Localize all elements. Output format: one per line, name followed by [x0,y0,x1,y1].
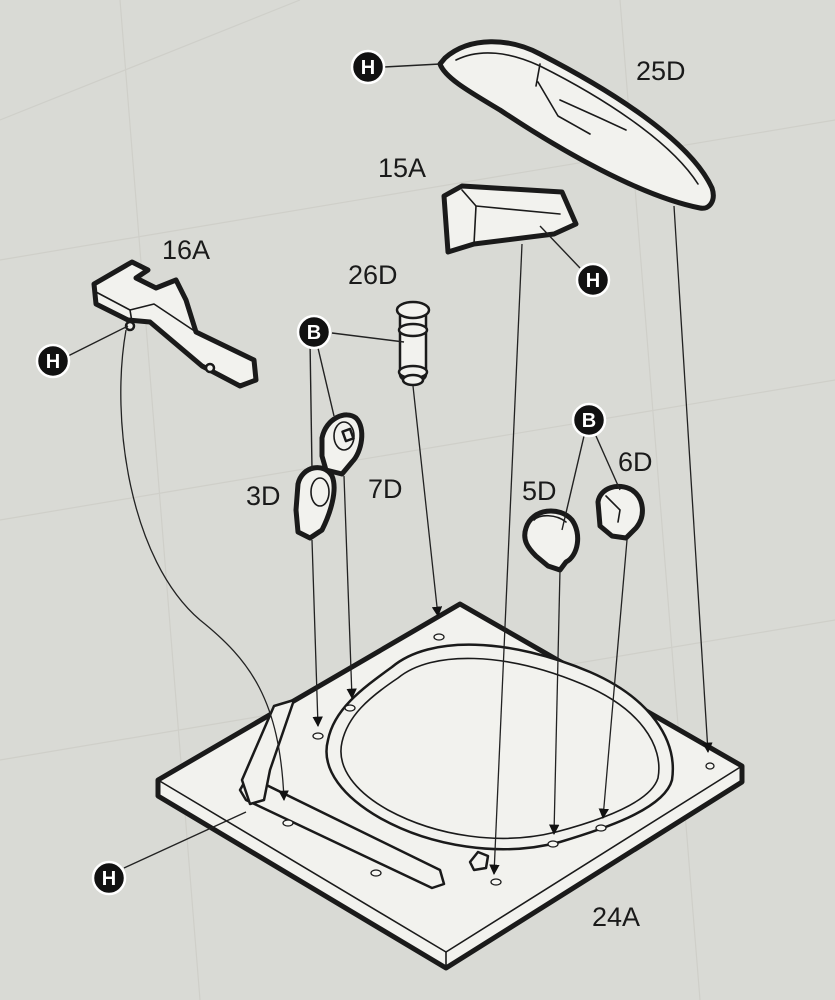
label-15A: 15A [378,153,426,183]
b-marker-badge: B [296,314,332,350]
part-5D [522,508,581,573]
h-marker-badge: H [575,262,611,298]
hole [490,878,502,886]
part-3D [293,465,337,541]
part-labels: 25D 15A 16A 26D 3D 7D 5D 6D 24A [162,56,686,932]
part-6D [595,484,645,541]
hole [705,762,715,770]
label-5D: 5D [522,476,557,506]
hole [282,819,294,827]
h-marker-label: H [102,868,116,890]
label-7D: 7D [368,474,403,504]
h-marker-label: H [361,57,375,79]
label-26D: 26D [348,260,398,290]
label-25D: 25D [636,56,686,86]
part-26D [395,300,431,387]
b-marker-label: B [307,322,321,344]
hole [547,840,559,848]
hole [312,732,324,740]
b-marker-badge: B [571,402,607,438]
h-marker-badge: H [35,343,71,379]
h-marker-badge: H [91,860,127,896]
marker-leaders [67,63,621,869]
part-16A [91,259,259,389]
assembly-guide-lines [120,205,713,876]
label-6D: 6D [618,447,653,477]
hole [595,824,607,832]
hole [344,704,356,712]
b-marker-label: B [582,410,596,432]
part-15A [441,183,579,255]
part-7D [319,412,365,477]
part-24A-base-plate [155,601,745,971]
part-25D [437,39,716,211]
label-16A: 16A [162,235,210,265]
label-24A: 24A [592,902,640,932]
label-3D: 3D [246,481,281,511]
h-marker-label: H [46,351,60,373]
hole [370,869,382,877]
hole [433,633,445,641]
h-marker-badge: H [350,49,386,85]
h-marker-label: H [586,270,600,292]
